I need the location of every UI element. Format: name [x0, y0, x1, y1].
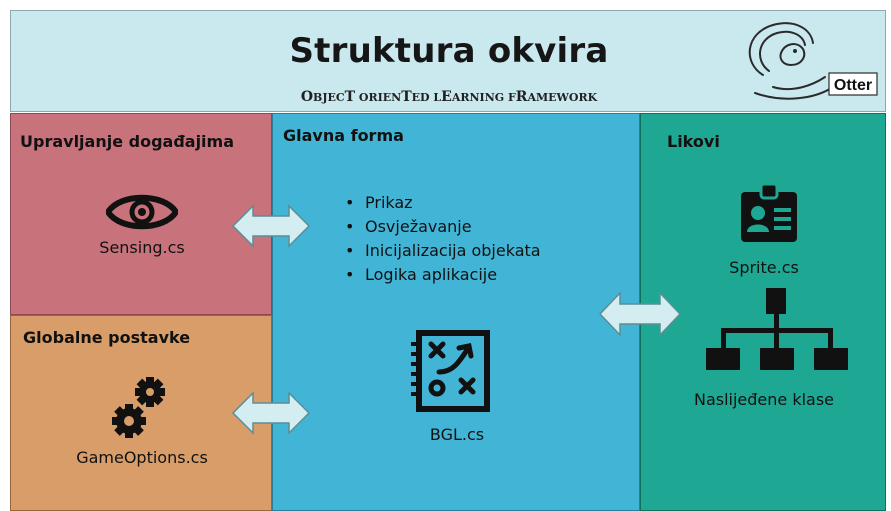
gear-large — [135, 377, 165, 407]
subtitle-segment: E — [441, 89, 452, 105]
game-plan-icon — [411, 330, 490, 412]
subtitle-segment: T — [401, 89, 412, 105]
logo-tail — [772, 76, 826, 91]
gameoptions-caption: GameOptions.cs — [76, 448, 208, 467]
otter-logo: Otter — [748, 22, 878, 100]
subtitle-segment: BJEC — [313, 91, 345, 104]
bullet-item: Osvježavanje — [341, 215, 541, 239]
subtitle-segment: O — [300, 89, 314, 105]
header-banner: Struktura okvira OBJECT ORIENTED LEARNIN… — [10, 10, 886, 112]
subtitle-segment: R — [515, 89, 528, 105]
panel-characters: Likovi Sprite.cs Naslijeđene klase — [640, 113, 886, 511]
id-badge-icon — [741, 182, 797, 242]
bullet-item: Inicijalizacija objekata — [341, 239, 541, 263]
subtitle-segment: ED — [411, 91, 434, 104]
inherited-classes-caption: Naslijeđene klase — [693, 390, 835, 409]
main-form-bullet-list: Prikaz Osvježavanje Inicijalizacija obje… — [341, 191, 541, 287]
double-arrow-main-characters — [598, 291, 682, 337]
subtitle-segment: T — [344, 89, 356, 105]
logo-wave — [754, 86, 834, 100]
logo-text: Otter — [834, 77, 872, 94]
subtitle-segment: AMEWORK — [527, 91, 598, 104]
sprite-caption: Sprite.cs — [729, 258, 799, 277]
eye-icon — [106, 194, 178, 230]
logo-swirl-inner — [759, 30, 806, 72]
gears-icon — [112, 377, 165, 438]
page-title: Struktura okvira — [289, 31, 609, 71]
subtitle-segment: ORIEN — [355, 91, 402, 104]
logo-otter-head — [779, 43, 806, 67]
subtitle-segment: F — [507, 91, 516, 104]
bgl-caption: BGL.cs — [429, 425, 485, 444]
panel-title: Likovi — [667, 132, 720, 151]
bullet-item: Prikaz — [341, 191, 541, 215]
panel-event-handling: Upravljanje događajima Sensing.cs — [10, 113, 272, 315]
framework-subtitle: OBJECT ORIENTED LEARNING FRAMEWORK — [11, 89, 887, 105]
logo-swirl-outer — [748, 22, 814, 76]
hierarchy-icon — [706, 288, 848, 370]
subtitle-segment: L — [433, 91, 442, 104]
gear-small — [112, 404, 146, 438]
double-arrow-events-main — [231, 204, 311, 248]
panel-title: Glavna forma — [283, 126, 404, 145]
panel-main-form: Glavna forma Prikaz Osvježavanje Inicija… — [272, 113, 640, 511]
panel-global-settings: Globalne postavke GameOptions.cs — [10, 315, 272, 511]
panel-title: Upravljanje događajima — [20, 132, 235, 151]
double-arrow-settings-main — [231, 391, 311, 435]
panel-title: Globalne postavke — [23, 328, 191, 347]
sensing-caption: Sensing.cs — [99, 238, 185, 257]
subtitle-segment: ARNING — [451, 91, 508, 104]
bullet-item: Logika aplikacije — [341, 263, 541, 287]
